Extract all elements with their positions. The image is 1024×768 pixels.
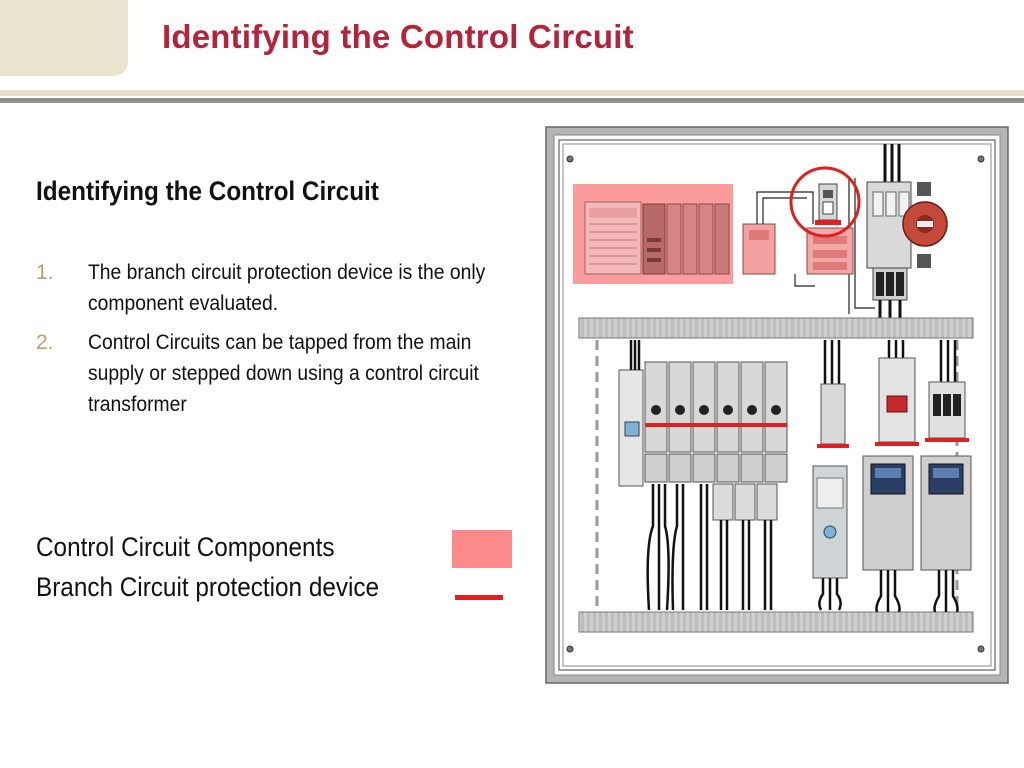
drive-2-branch [920,340,972,613]
power-supply-module [742,223,776,275]
list-number: 2. [36,331,54,354]
list-item: 2. Control Circuits can be tapped from t… [36,327,526,420]
disconnect-handle [902,201,948,247]
list-number: 1. [36,261,54,284]
plc-rack [584,201,730,275]
drive-1-branch [862,340,919,613]
mounting-screws [566,155,985,653]
legend-label-protection: Branch Circuit protection device [36,572,380,602]
slide-title: Identifying the Control Circuit [162,18,634,55]
legend-swatch-protection-device [455,595,503,600]
wire-duct-top [578,317,974,339]
incoming-feeders [883,144,901,184]
list-item: 1. The branch circuit protection device … [36,257,526,319]
fuse-to-bus-wires [878,300,902,318]
motor-starter-wires [629,340,773,611]
legend-label-control: Control Circuit Components [36,532,335,562]
header-rule-gray [0,98,1024,103]
steps-list: 1. The branch circuit protection device … [36,257,526,428]
main-fuse-block [872,267,908,301]
motor-starter-bank [618,361,788,521]
header-rule-beige [0,90,1024,96]
corner-tab [0,0,128,76]
control-fuse-block [815,183,841,225]
wire-duct-bottom [578,611,974,633]
control-panel-diagram [545,126,1009,684]
soft-starter-branch [812,340,849,611]
highlight-circle [789,166,861,238]
list-text: Control Circuits can be tapped from the … [88,331,479,416]
section-subtitle: Identifying the Control Circuit [36,176,379,206]
main-disconnect [866,181,931,269]
legend-swatch-control-components [452,530,512,568]
list-text: The branch circuit protection device is … [88,261,486,315]
